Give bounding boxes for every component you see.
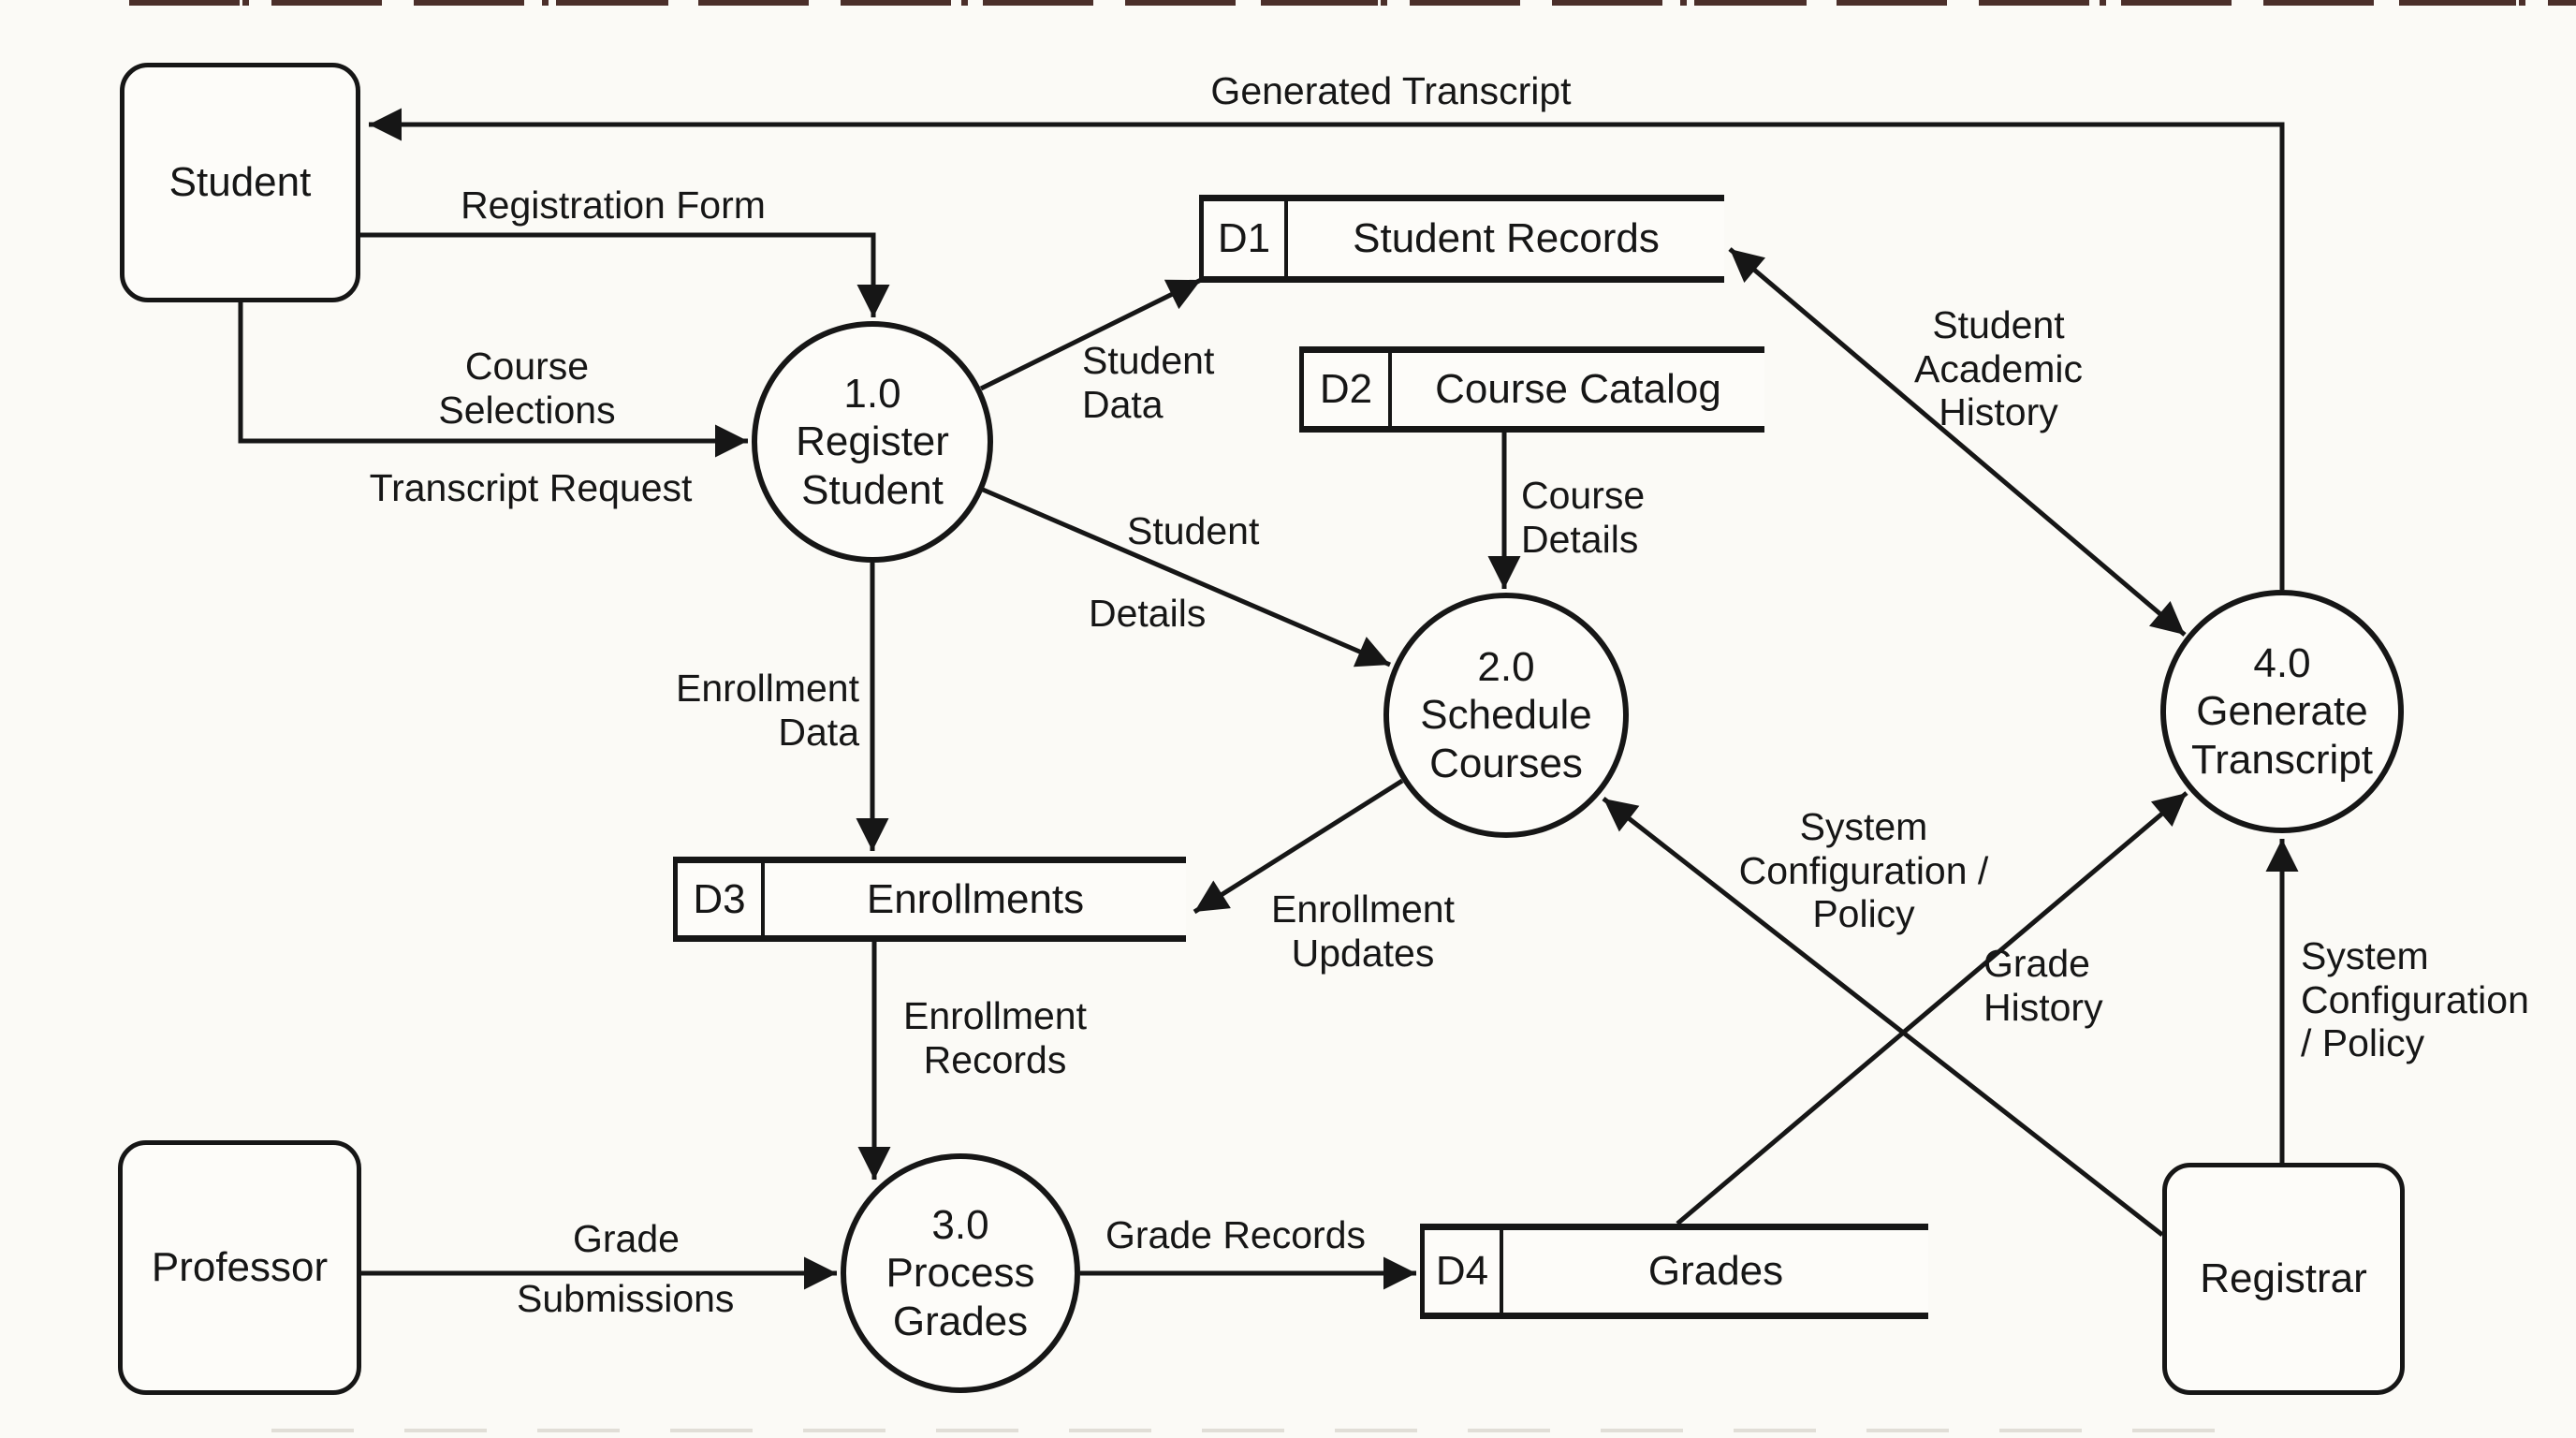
flow-label-line: Policy xyxy=(1812,892,1915,936)
flow-label-line: Course xyxy=(1521,474,1646,517)
flow-label-line: Grade xyxy=(1983,942,2090,985)
datastore-d3-enrollments: D3 Enrollments xyxy=(673,857,1186,942)
flow-label-line: System xyxy=(2301,934,2429,977)
datastore-id: D1 xyxy=(1204,201,1288,276)
entity-label: Student xyxy=(168,159,312,205)
flow-label-line: Selections xyxy=(438,388,616,432)
label-course-details: Course Details xyxy=(1521,474,1645,561)
flow-line-system-configuration-to-schedule xyxy=(1602,797,2164,1237)
flow-label-line: Grade Records xyxy=(1105,1213,1366,1256)
datastore-name: Course Catalog xyxy=(1435,366,1721,412)
process-number: 2.0 xyxy=(1477,644,1535,691)
flow-label-line: Enrollment xyxy=(676,667,859,710)
flow-label-line: Transcript Request xyxy=(369,466,693,509)
flow-label-line: Generated Transcript xyxy=(1210,69,1572,112)
label-system-configuration-policy-to-transcript: System Configuration / Policy xyxy=(2301,934,2529,1065)
process-name-line: Courses xyxy=(1429,740,1583,786)
process-name-line: Student xyxy=(801,466,944,513)
flow-label-line: Course xyxy=(464,345,590,388)
flow-label-line: Academic xyxy=(1913,346,2083,390)
flow-label-line: Student xyxy=(1082,339,1215,382)
label-enrollment-updates: Enrollment Updates xyxy=(1241,888,1485,975)
flow-label-line: Updates xyxy=(1291,931,1435,975)
datastore-d1-student-records: D1 Student Records xyxy=(1199,195,1724,283)
flow-label-line: Student xyxy=(1127,509,1260,552)
process-name-line: Process xyxy=(886,1250,1035,1297)
process-1-0-register-student: 1.0 Register Student xyxy=(752,321,993,563)
entity-label: Registrar xyxy=(2200,1255,2367,1301)
process-4-0-generate-transcript: 4.0 Generate Transcript xyxy=(2160,590,2404,833)
datastore-d4-grades: D4 Grades xyxy=(1420,1224,1928,1319)
process-name-line: Schedule xyxy=(1420,692,1592,739)
flow-line-generated-transcript xyxy=(369,108,2285,590)
process-number: 3.0 xyxy=(931,1202,989,1249)
datastore-name: Grades xyxy=(1647,1248,1784,1294)
label-student-academic-history: Student Academic History xyxy=(1872,303,2125,434)
label-generated-transcript: Generated Transcript xyxy=(1193,69,1589,113)
label-grade-records: Grade Records xyxy=(1093,1213,1378,1257)
label-student-details-line1: Student xyxy=(1127,509,1259,553)
scan-artifact-top xyxy=(129,0,2576,6)
flow-label-line: / Policy xyxy=(2301,1021,2425,1065)
process-3-0-process-grades: 3.0 Process Grades xyxy=(841,1153,1080,1393)
label-student-details-line2: Details xyxy=(1089,592,1206,636)
process-name-line: Register xyxy=(796,418,949,465)
flow-label-line: Configuration / xyxy=(1738,848,1989,892)
label-course-selections: Course Selections xyxy=(387,345,667,432)
datastore-d2-course-catalog: D2 Course Catalog xyxy=(1299,346,1764,433)
process-number: 1.0 xyxy=(843,371,901,418)
entity-professor: Professor xyxy=(118,1140,361,1395)
flow-label-line: Details xyxy=(1089,592,1207,635)
label-grade-submissions-line2: Submissions xyxy=(517,1277,734,1321)
datastore-name: Student Records xyxy=(1353,215,1660,261)
process-name-line: Grades xyxy=(892,1298,1029,1344)
flow-line-student-academic-history xyxy=(1728,247,2187,637)
flow-line-enrollment-updates xyxy=(1193,778,1404,915)
label-student-data: Student Data xyxy=(1082,339,1214,426)
flow-label-line: Enrollment xyxy=(903,994,1087,1037)
datastore-id: D3 xyxy=(678,863,765,935)
label-system-configuration-policy-to-schedule: System Configuration / Policy xyxy=(1722,805,2005,936)
flow-label-line: Student xyxy=(1932,303,2065,346)
flow-line-student-details xyxy=(982,487,1391,668)
label-enrollment-records: Enrollment Records xyxy=(873,994,1117,1081)
flow-label-line: Records xyxy=(923,1037,1067,1081)
scan-artifact-bottom xyxy=(271,1429,2265,1432)
flow-label-line: Registration Form xyxy=(461,183,766,227)
label-grade-history: Grade History xyxy=(1983,942,2103,1029)
entity-label: Professor xyxy=(151,1244,329,1290)
flow-label-line: Enrollment xyxy=(1271,888,1455,931)
datastore-id: D4 xyxy=(1425,1230,1503,1313)
flow-label-line: Data xyxy=(1082,382,1164,426)
flow-label-line: Configuration xyxy=(2301,977,2529,1021)
entity-registrar: Registrar xyxy=(2162,1163,2405,1395)
flow-label-line: System xyxy=(1799,805,1928,848)
flow-line-grade-history xyxy=(1676,791,2188,1225)
flow-label-line: History xyxy=(1939,390,2058,434)
flow-label-line: Details xyxy=(1521,517,1639,561)
datastore-id: D2 xyxy=(1304,353,1392,426)
flow-line-student-data xyxy=(979,277,1203,391)
entity-student: Student xyxy=(120,63,360,302)
flow-line-registration-form xyxy=(360,232,890,317)
flow-label-line: Grade xyxy=(573,1217,680,1260)
flow-label-line: Data xyxy=(778,710,859,754)
process-name-line: Generate xyxy=(2196,688,2368,735)
flow-label-line: History xyxy=(1983,985,2103,1029)
label-transcript-request: Transcript Request xyxy=(344,466,718,510)
datastore-name: Enrollments xyxy=(866,875,1085,922)
process-number: 4.0 xyxy=(2253,640,2311,687)
process-name-line: Transcript xyxy=(2191,736,2373,783)
process-2-0-schedule-courses: 2.0 Schedule Courses xyxy=(1383,593,1629,838)
label-grade-submissions-line1: Grade xyxy=(573,1217,680,1261)
label-enrollment-data: Enrollment Data xyxy=(616,667,859,754)
flow-label-line: Submissions xyxy=(517,1277,735,1320)
label-registration-form: Registration Form xyxy=(426,183,800,227)
flow-line-course-selections-transcript-request xyxy=(238,302,748,458)
